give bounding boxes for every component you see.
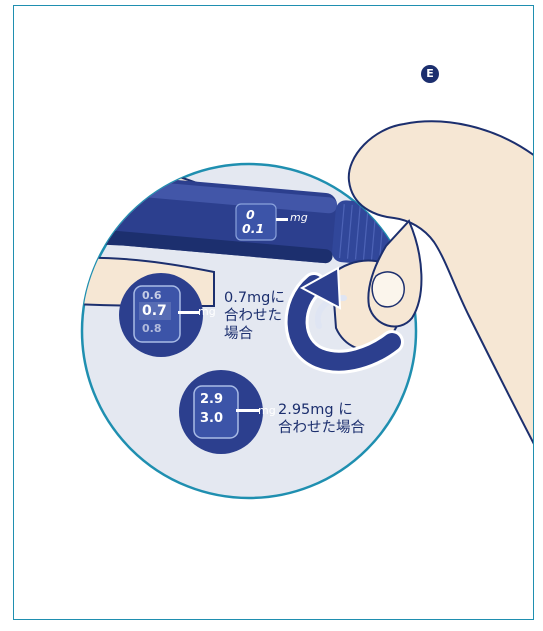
inset-295-caption-line-2: 合わせた場合 [278, 420, 365, 437]
inset-07-dial-value: 0.7 [142, 304, 167, 318]
right-thumbnail [372, 272, 404, 307]
inset-07-unit: mg [198, 305, 216, 318]
inset-295-dial-top: 2.9 [200, 393, 223, 407]
pen-window-upper: 0 [246, 208, 255, 222]
illustration-frame: E 0 0.1 mg 0.6 0.7 0.8 mg 0.7mgに 合わせた 場合… [13, 5, 534, 620]
inset-295-unit: mg [258, 404, 276, 417]
pen-window-lower: 0.1 [242, 222, 264, 236]
inset-295-dial-bottom: 3.0 [200, 412, 223, 426]
inset-07-caption-line-1: 0.7mgに [224, 290, 285, 307]
step-badge: E [421, 65, 439, 83]
inset-07-dial-bottom: 0.8 [142, 322, 162, 336]
pen-window-unit: mg [290, 211, 308, 224]
inset-07-dial-top: 0.6 [142, 289, 162, 303]
inset-07-caption-line-2: 合わせた [224, 308, 282, 325]
inset-295-caption-line-1: 2.95mg に [278, 402, 353, 419]
inset-07-caption-line-3: 場合 [224, 326, 253, 343]
